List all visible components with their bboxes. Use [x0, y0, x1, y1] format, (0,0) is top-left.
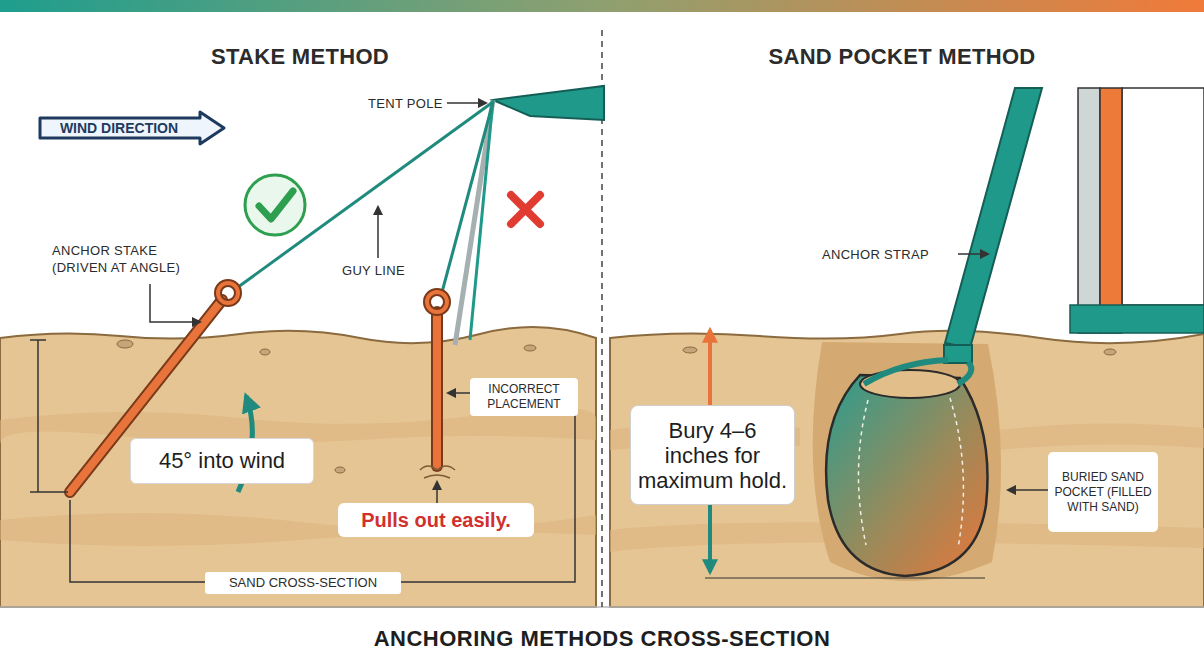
- pebble: [683, 347, 697, 353]
- check-mark: [245, 175, 305, 235]
- dimension-line: [705, 577, 985, 578]
- diagram-caption: ANCHORING METHODS CROSS-SECTION: [0, 626, 1204, 652]
- incorrect-stake: [433, 312, 441, 466]
- top-bar: [0, 0, 1204, 12]
- pebble: [117, 340, 133, 348]
- guy-line: [441, 102, 493, 296]
- tent-wall: [1122, 88, 1204, 305]
- leader-line: [958, 253, 988, 255]
- sand-stratum: [1000, 423, 1204, 450]
- check-mark: [259, 191, 293, 219]
- leader-line: [448, 392, 470, 394]
- pebble: [524, 345, 536, 351]
- part-label: ANCHOR STAKE (DRIVEN AT ANGLE): [52, 242, 192, 276]
- leader-line: [377, 207, 379, 258]
- leader-line: [150, 284, 200, 322]
- stake-ring: [427, 292, 447, 312]
- dimension-line: [30, 339, 46, 341]
- stake-ring: [427, 292, 447, 312]
- dug-hole: [813, 342, 1001, 581]
- leader-line: [447, 102, 486, 104]
- node-text: BURIED SAND POCKET (FILLED WITH SAND): [1052, 470, 1154, 515]
- tent-frame: [1100, 88, 1122, 333]
- strap-loop: [864, 360, 971, 384]
- depth-note: Bury 4–6 inches for maximum hold.: [630, 405, 795, 505]
- pebble: [260, 349, 270, 355]
- dimension-line: [37, 340, 39, 492]
- pebble: [1104, 349, 1116, 355]
- stake-ring: [218, 283, 238, 303]
- anchor-strap: [945, 88, 1042, 348]
- node-text: Pulls out easily.: [361, 508, 511, 532]
- dimension-line: [30, 491, 68, 493]
- tent-frame: [1078, 88, 1100, 333]
- arrow-outline: [40, 112, 224, 144]
- part-label: ANCHOR STRAP: [822, 246, 957, 263]
- sand-pocket: [826, 375, 987, 576]
- warning-label: Pulls out easily.: [338, 503, 534, 537]
- bracket-line: [70, 380, 575, 582]
- part-label: GUY LINE: [342, 262, 422, 279]
- tent-fabric: [493, 86, 604, 120]
- node-text: SAND CROSS-SECTION: [229, 575, 377, 591]
- node-text: INCORRECT PLACEMENT: [474, 382, 574, 412]
- panel-heading: SAND POCKET METHOD: [737, 42, 1067, 71]
- node-text: Bury 4–6 inches for maximum hold.: [635, 418, 790, 493]
- wind-arrow: WIND DIRECTION: [38, 110, 226, 146]
- callout-box: INCORRECT PLACEMENT: [470, 378, 578, 416]
- strap-buckle: [944, 345, 972, 363]
- part-label: TENT POLE: [368, 95, 448, 112]
- disturbed-sand: [420, 466, 455, 478]
- node-text: WIND DIRECTION: [60, 120, 178, 137]
- panel-heading: STAKE METHOD: [150, 42, 450, 71]
- sand-layer: [610, 331, 1204, 607]
- pocket-stitching: [858, 398, 963, 548]
- tent-pole: [470, 100, 493, 340]
- leader-line: [1008, 489, 1050, 491]
- pebble: [335, 467, 345, 473]
- tent-base: [1070, 305, 1204, 333]
- incorrect-stake: [431, 312, 443, 466]
- cross-mark: [511, 195, 540, 224]
- section-label: SAND CROSS-SECTION: [205, 572, 401, 594]
- node-text: 45° into wind: [159, 448, 285, 474]
- cross-mark: [511, 195, 540, 224]
- pocket-sand: [860, 370, 960, 398]
- angle-label: 45° into wind: [130, 438, 314, 484]
- leader-line: [436, 482, 438, 503]
- stake-ring: [218, 283, 238, 303]
- guy-line: [234, 102, 493, 290]
- callout-box: BURIED SAND POCKET (FILLED WITH SAND): [1048, 452, 1158, 532]
